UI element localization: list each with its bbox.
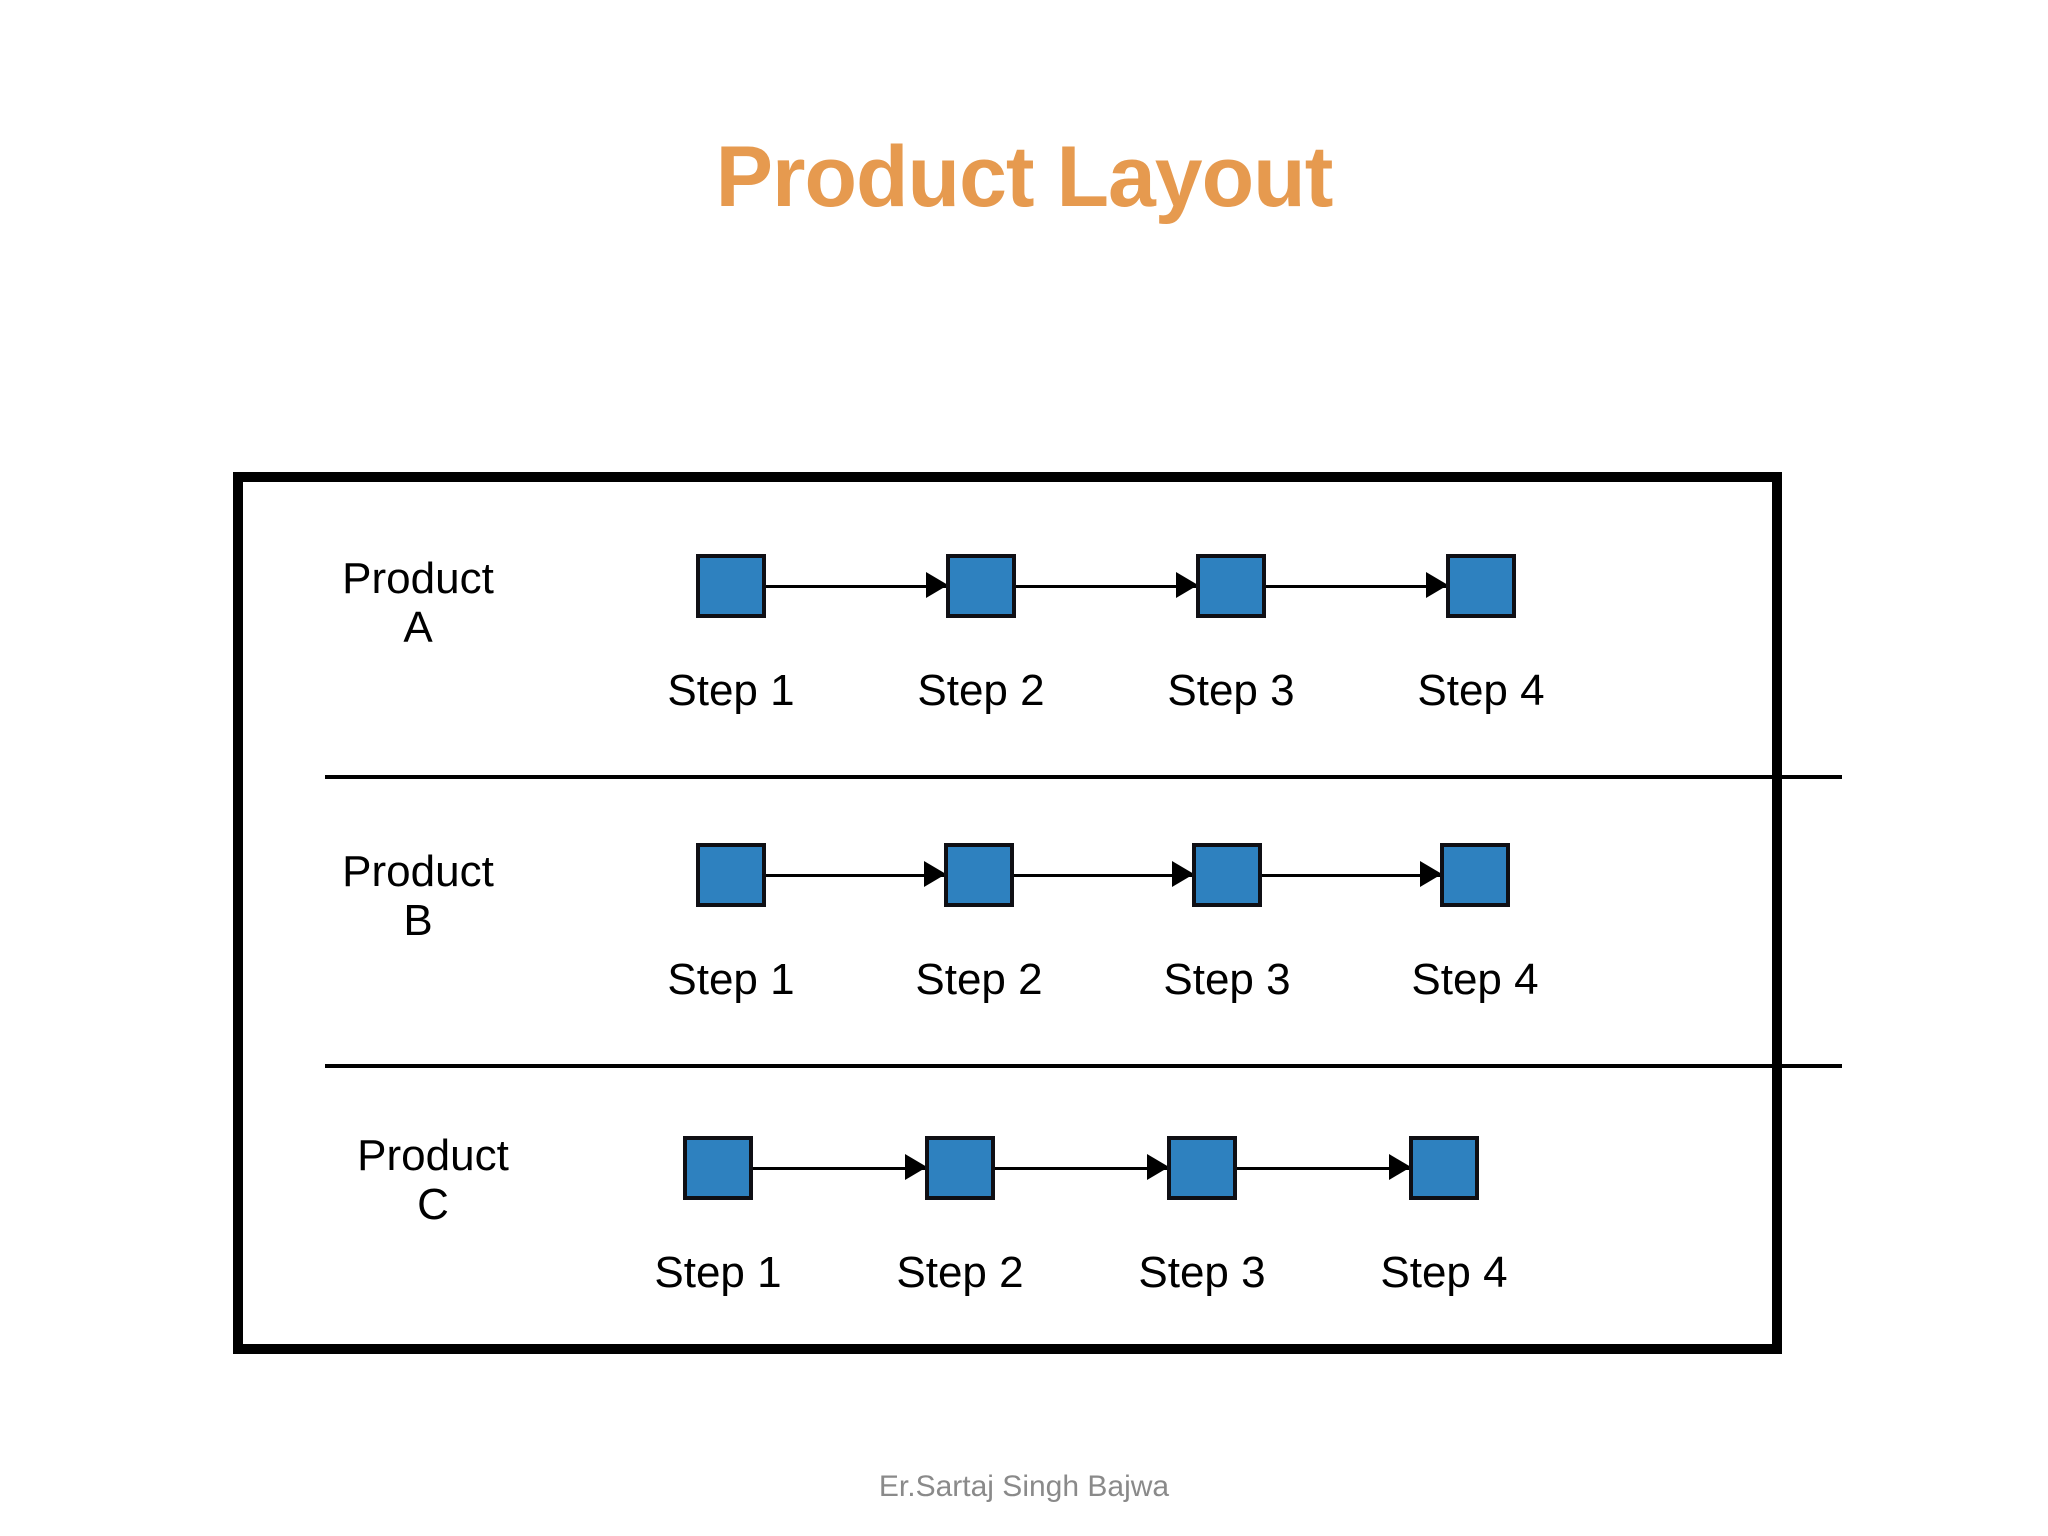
step-c-4[interactable]: Step 4 [1380, 1136, 1508, 1296]
arrow-b-2-3-icon [1014, 843, 1194, 907]
step-c-3[interactable]: Step 3 [1138, 1136, 1266, 1296]
row-divider-b-c [325, 1064, 1842, 1068]
step-box-icon [1440, 843, 1510, 907]
step-c-3-label: Step 3 [1138, 1248, 1266, 1297]
step-chain-c: Step 1 Step 2 Step 3 [654, 1136, 1508, 1296]
step-box-icon [1196, 554, 1266, 618]
product-label-b-line1: Product [342, 847, 494, 896]
slide-footer: Er.Sartaj Singh Bajwa [878, 1470, 1170, 1503]
product-label-a: Product A [283, 554, 553, 653]
step-box-icon [1192, 843, 1262, 907]
step-a-4-label: Step 4 [1417, 666, 1545, 715]
product-label-a-line1: Product [342, 554, 494, 603]
step-c-1[interactable]: Step 1 [654, 1136, 782, 1296]
step-box-icon [944, 843, 1014, 907]
step-b-3-label: Step 3 [1163, 955, 1291, 1004]
step-b-2[interactable]: Step 2 [915, 843, 1043, 1003]
arrow-a-3-4-icon [1266, 554, 1448, 618]
step-box-icon [925, 1136, 995, 1200]
step-a-4[interactable]: Step 4 [1417, 554, 1545, 714]
step-box-icon [683, 1136, 753, 1200]
product-label-b-line2: B [403, 896, 433, 946]
product-row-c: Product C Step 1 Step 2 [243, 1064, 1772, 1344]
step-c-1-label: Step 1 [654, 1248, 782, 1297]
product-row-a: Product A Step 1 Step 2 [243, 482, 1772, 775]
step-b-4-label: Step 4 [1411, 955, 1539, 1004]
step-c-2-label: Step 2 [896, 1248, 1024, 1297]
product-label-c-line2: C [417, 1180, 449, 1230]
step-box-icon [946, 554, 1016, 618]
arrow-a-1-2-icon [766, 554, 948, 618]
step-b-2-label: Step 2 [915, 955, 1043, 1004]
page-title: Product Layout [715, 129, 1334, 225]
step-a-1[interactable]: Step 1 [667, 554, 795, 714]
step-b-1[interactable]: Step 1 [667, 843, 795, 1003]
step-c-4-label: Step 4 [1380, 1248, 1508, 1297]
step-a-2[interactable]: Step 2 [917, 554, 1045, 714]
step-box-icon [696, 554, 766, 618]
arrow-c-2-3-icon [995, 1136, 1169, 1200]
step-b-4[interactable]: Step 4 [1411, 843, 1539, 1003]
product-label-b: Product B [283, 847, 553, 946]
row-divider-a-b [325, 775, 1842, 779]
product-row-b: Product B Step 1 Step 2 [243, 775, 1772, 1064]
arrow-c-3-4-icon [1237, 1136, 1411, 1200]
step-a-1-label: Step 1 [667, 666, 795, 715]
step-b-1-label: Step 1 [667, 955, 795, 1004]
step-a-3-label: Step 3 [1167, 666, 1295, 715]
product-layout-diagram: Product A Step 1 Step 2 [233, 472, 1842, 1354]
product-label-c-line1: Product [357, 1131, 509, 1180]
arrow-b-3-4-icon [1262, 843, 1442, 907]
step-box-icon [1409, 1136, 1479, 1200]
step-a-3[interactable]: Step 3 [1167, 554, 1295, 714]
product-label-a-line2: A [403, 603, 433, 653]
product-label-c: Product C [298, 1131, 568, 1230]
step-a-2-label: Step 2 [917, 666, 1045, 715]
step-box-icon [696, 843, 766, 907]
diagram-inner: Product A Step 1 Step 2 [243, 482, 1842, 1344]
step-chain-b: Step 1 Step 2 Step 3 [667, 843, 1539, 1003]
step-c-2[interactable]: Step 2 [896, 1136, 1024, 1296]
arrow-a-2-3-icon [1016, 554, 1198, 618]
arrow-c-1-2-icon [753, 1136, 927, 1200]
step-box-icon [1446, 554, 1516, 618]
step-b-3[interactable]: Step 3 [1163, 843, 1291, 1003]
step-box-icon [1167, 1136, 1237, 1200]
arrow-b-1-2-icon [766, 843, 946, 907]
step-chain-a: Step 1 Step 2 Step 3 [667, 554, 1545, 714]
